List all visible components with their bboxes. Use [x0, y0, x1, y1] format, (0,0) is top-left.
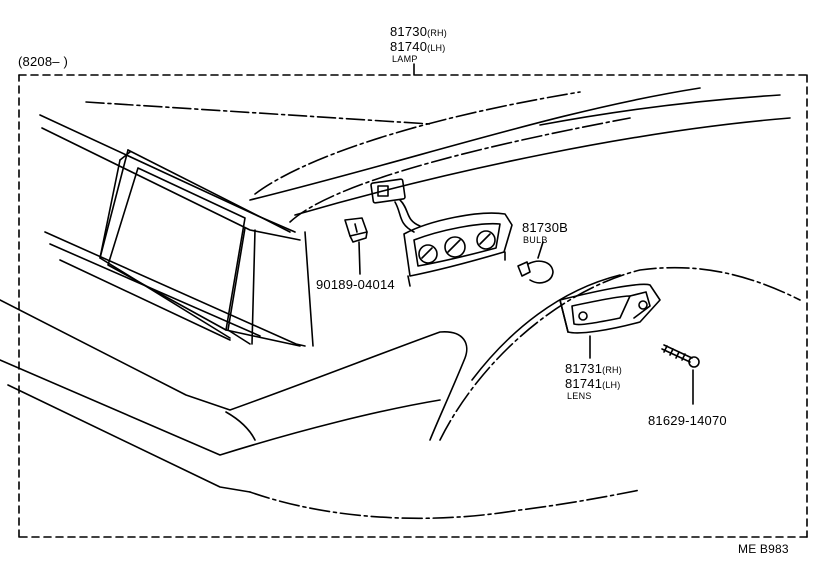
- bulb: [517, 241, 554, 284]
- lamp-rh-callout: 81730(RH): [390, 24, 447, 40]
- connector-plug: [370, 178, 421, 233]
- lens-rh-suffix: (RH): [602, 365, 622, 375]
- lamp-rh-suffix: (RH): [427, 28, 447, 38]
- lamp-lh-callout: 81740(LH): [390, 39, 445, 55]
- lens-rh-number: 81731: [565, 361, 603, 376]
- lamp-lh-suffix: (LH): [427, 43, 446, 53]
- lamp-housing: [403, 212, 513, 287]
- socket-clip: [344, 217, 368, 275]
- lamp-rh-number: 81730: [390, 24, 428, 39]
- lens-lh-suffix: (LH): [602, 380, 621, 390]
- lens-lh-number: 81741: [565, 376, 603, 391]
- car-body: [0, 87, 801, 520]
- lens-name-label: LENS: [567, 391, 592, 401]
- boundary-frame: [18, 74, 808, 538]
- lamp-lh-number: 81740: [390, 39, 428, 54]
- screw: [661, 344, 700, 405]
- lens-lh-callout: 81741(LH): [565, 376, 620, 392]
- lens: [559, 283, 661, 359]
- lens-rh-callout: 81731(RH): [565, 361, 622, 377]
- bulb-part-number: 81730B: [522, 220, 569, 235]
- screw-part-number: 81629-14070: [648, 413, 727, 428]
- diagram-code: ME B983: [738, 542, 789, 556]
- lamp-name-label: LAMP: [392, 54, 418, 64]
- date-range-label: (8208– ): [18, 54, 69, 69]
- socket-part-number: 90189-04014: [316, 277, 395, 292]
- bulb-name-label: BULB: [523, 235, 548, 245]
